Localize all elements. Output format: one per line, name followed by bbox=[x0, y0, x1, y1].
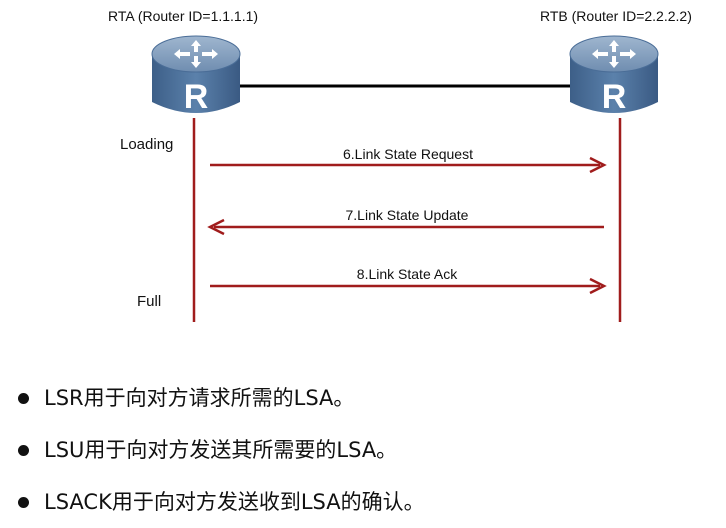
message-arrow-update bbox=[207, 218, 604, 236]
diagram-canvas: R R bbox=[151, 35, 659, 322]
state-loading-label: Loading bbox=[120, 136, 174, 153]
bullet-text: LSU用于向对方发送其所需要的LSA。 bbox=[44, 438, 398, 462]
bullet-item-lsu: LSU用于向对方发送其所需要的LSA。 bbox=[18, 424, 425, 476]
bullet-list: LSR用于向对方请求所需的LSA。 LSU用于向对方发送其所需要的LSA。 LS… bbox=[18, 372, 425, 528]
router-a-icon: R bbox=[151, 35, 241, 116]
bullet-item-lsr: LSR用于向对方请求所需的LSA。 bbox=[18, 372, 425, 424]
message-arrow-ack bbox=[210, 277, 607, 295]
bullet-dot-icon bbox=[18, 393, 29, 404]
svg-text:R: R bbox=[184, 78, 209, 116]
message-arrow-request bbox=[210, 156, 607, 174]
message-label-update: 7.Link State Update bbox=[345, 207, 469, 223]
bullet-text: LSACK用于向对方发送收到LSA的确认。 bbox=[44, 490, 425, 514]
state-full-label: Full bbox=[137, 293, 162, 310]
message-label-ack: 8.Link State Ack bbox=[356, 266, 458, 282]
bullet-text: LSR用于向对方请求所需的LSA。 bbox=[44, 386, 355, 410]
bullet-dot-icon bbox=[18, 445, 29, 456]
router-a-label: RTA (Router ID=1.1.1.1) bbox=[108, 8, 259, 24]
message-label-request: 6.Link State Request bbox=[343, 146, 473, 162]
bullet-dot-icon bbox=[18, 497, 29, 508]
svg-text:R: R bbox=[602, 78, 627, 116]
bullet-item-lsack: LSACK用于向对方发送收到LSA的确认。 bbox=[18, 476, 425, 528]
router-b-icon: R bbox=[569, 35, 659, 116]
router-b-label: RTB (Router ID=2.2.2.2) bbox=[540, 8, 692, 24]
